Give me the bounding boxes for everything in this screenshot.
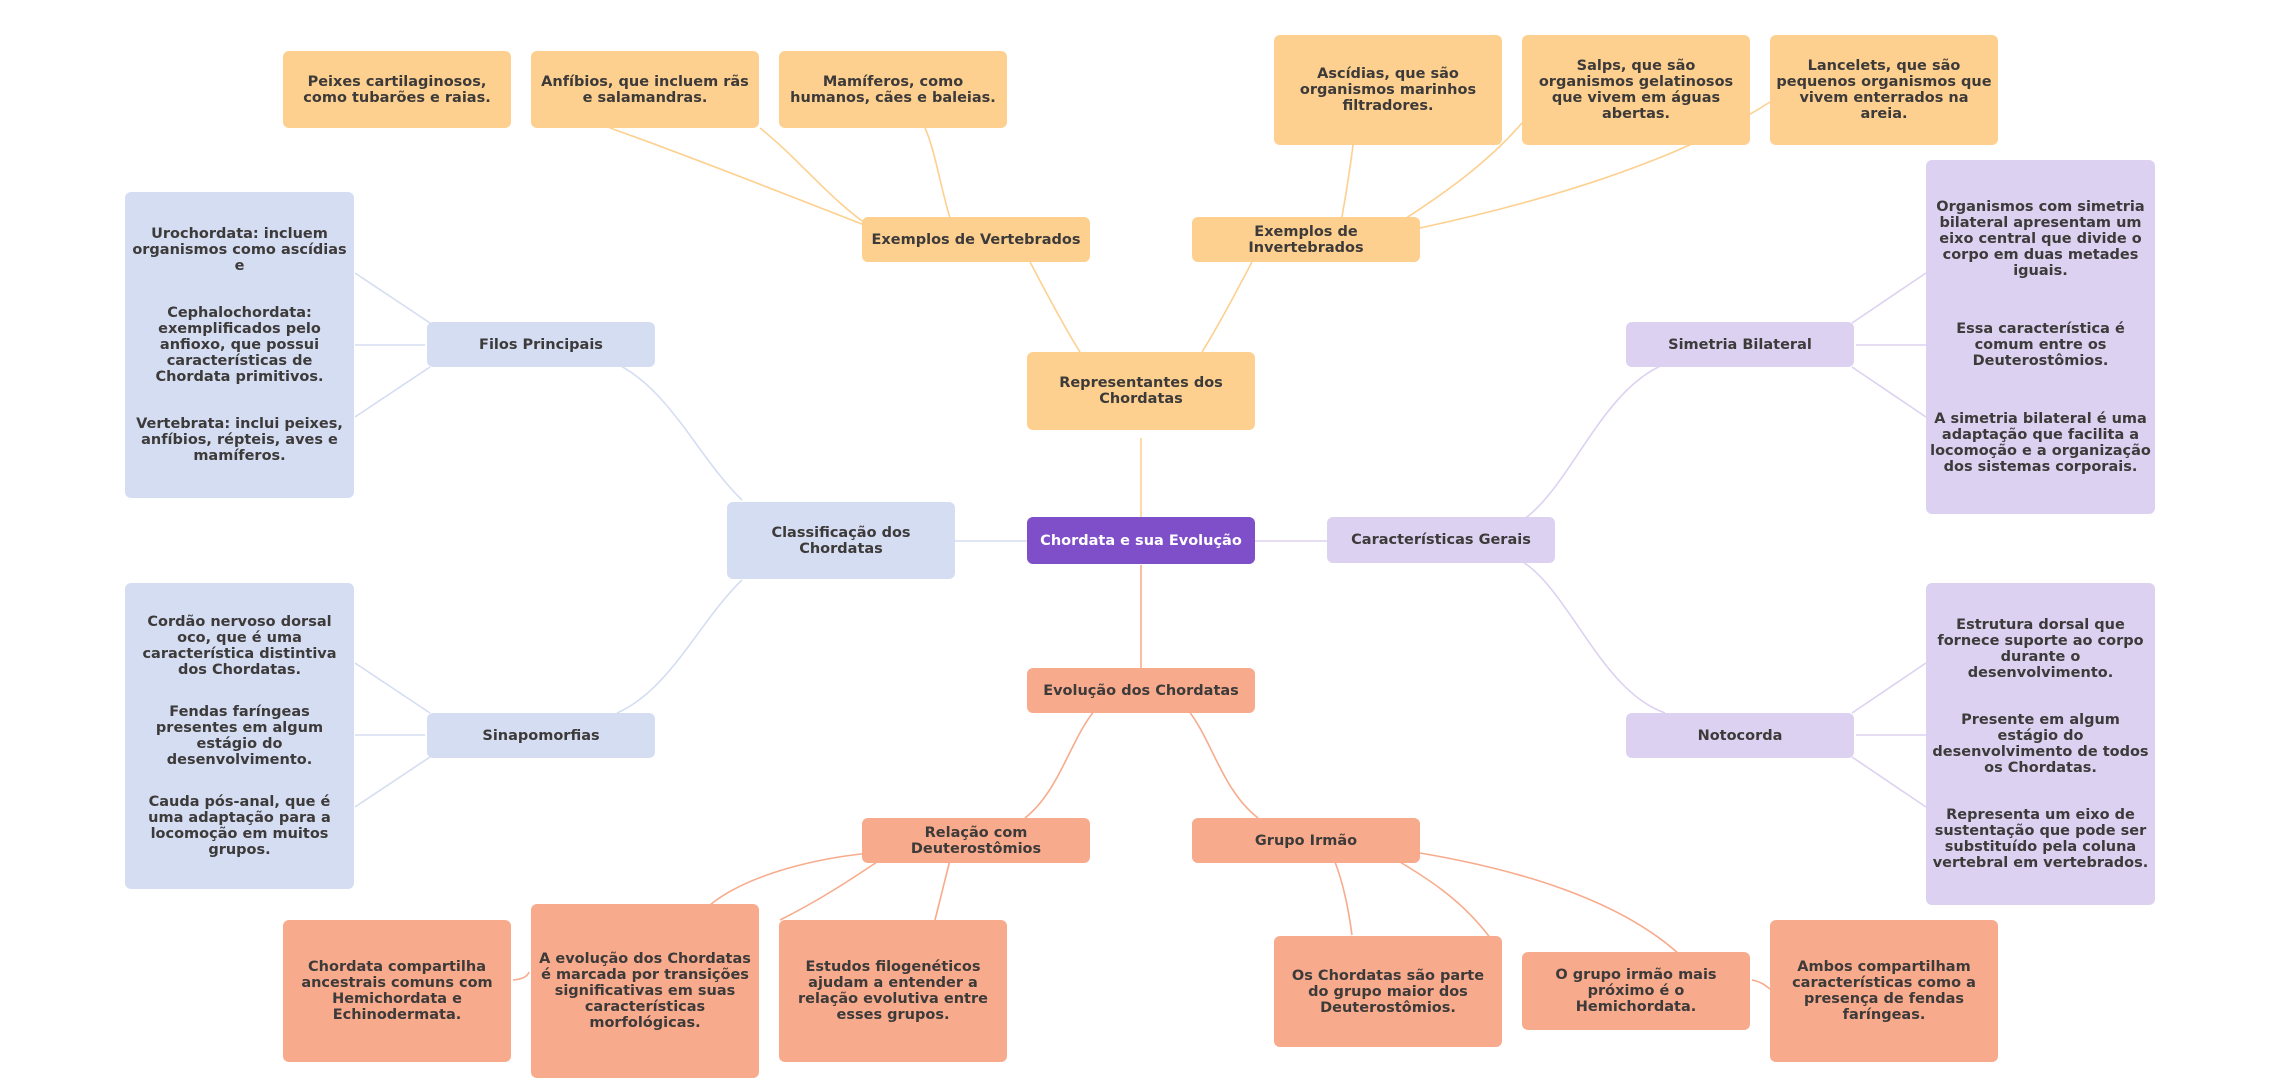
list-item-notocorda-2[interactable]: Presente em algum estágio do desenvolvim… [1932,711,2149,776]
leaf-vertebrados-3[interactable]: Mamíferos, como humanos, cães e baleias. [779,51,1007,128]
node-relacao-deuterostomios[interactable]: Relação com Deuterostômios [862,818,1090,863]
notocorda-list: Estrutura dorsal que fornece suporte ao … [1926,583,2155,905]
list-item-notocorda-1[interactable]: Estrutura dorsal que fornece suporte ao … [1937,616,2144,681]
leaf-grupo-irmao-2[interactable]: O grupo irmão mais próximo é o Hemichord… [1522,952,1750,1030]
leaf-grupo-irmao-3[interactable]: Ambos compartilham características como … [1770,920,1998,1062]
leaf-deuterostomios-3[interactable]: Estudos filogenéticos ajudam a entender … [779,920,1007,1062]
filos-list: Urochordata: incluem organismos como asc… [125,192,354,498]
list-item-sinapomorfia-1[interactable]: Cordão nervoso dorsal oco, que é uma car… [142,614,337,678]
node-exemplos-vertebrados[interactable]: Exemplos de Vertebrados [862,217,1090,262]
node-caracteristicas-gerais[interactable]: Características Gerais [1327,517,1555,563]
simetria-list: Organismos com simetria bilateral aprese… [1926,160,2155,514]
list-item-sinapomorfia-3[interactable]: Cauda pós-anal, que é uma adaptação para… [148,794,331,858]
node-sinapomorfias[interactable]: Sinapomorfias [427,713,655,758]
leaf-invertebrados-2[interactable]: Salps, que são organismos gelatinosos qu… [1522,35,1750,145]
list-item-simetria-2[interactable]: Essa característica é comum entre os Deu… [1956,321,2125,369]
node-classificacao[interactable]: Classificação dos Chordatas [727,502,955,579]
list-item-filo-3[interactable]: Vertebrata: inclui peixes, anfíbios, rép… [136,416,343,465]
leaf-invertebrados-3[interactable]: Lancelets, que são pequenos organismos q… [1770,35,1998,145]
leaf-invertebrados-1[interactable]: Ascídias, que são organismos marinhos fi… [1274,35,1502,145]
root-node[interactable]: Chordata e sua Evolução [1027,517,1255,564]
node-notocorda[interactable]: Notocorda [1626,713,1854,758]
list-item-notocorda-3[interactable]: Representa um eixo de sustentação que po… [1932,807,2149,872]
node-representantes[interactable]: Representantes dos Chordatas [1027,352,1255,430]
node-filos-principais[interactable]: Filos Principais [427,322,655,367]
list-item-simetria-1[interactable]: Organismos com simetria bilateral aprese… [1936,199,2145,279]
node-grupo-irmao[interactable]: Grupo Irmão [1192,818,1420,863]
list-item-sinapomorfia-2[interactable]: Fendas faríngeas presentes em algum está… [155,704,324,768]
leaf-deuterostomios-2[interactable]: A evolução dos Chordatas é marcada por t… [531,904,759,1078]
leaf-vertebrados-1[interactable]: Peixes cartilaginosos, como tubarões e r… [283,51,511,128]
list-item-simetria-3[interactable]: A simetria bilateral é uma adaptação que… [1930,411,2151,475]
sinapomorfias-list: Cordão nervoso dorsal oco, que é uma car… [125,583,354,889]
leaf-deuterostomios-1[interactable]: Chordata compartilha ancestrais comuns c… [283,920,511,1062]
node-simetria-bilateral[interactable]: Simetria Bilateral [1626,322,1854,367]
leaf-grupo-irmao-1[interactable]: Os Chordatas são parte do grupo maior do… [1274,936,1502,1047]
leaf-vertebrados-2[interactable]: Anfíbios, que incluem rãs e salamandras. [531,51,759,128]
node-evolucao[interactable]: Evolução dos Chordatas [1027,668,1255,713]
list-item-filo-2[interactable]: Cephalochordata: exemplificados pelo anf… [155,304,324,385]
list-item-filo-1[interactable]: Urochordata: incluem organismos como asc… [132,225,347,274]
node-exemplos-invertebrados[interactable]: Exemplos de Invertebrados [1192,217,1420,262]
